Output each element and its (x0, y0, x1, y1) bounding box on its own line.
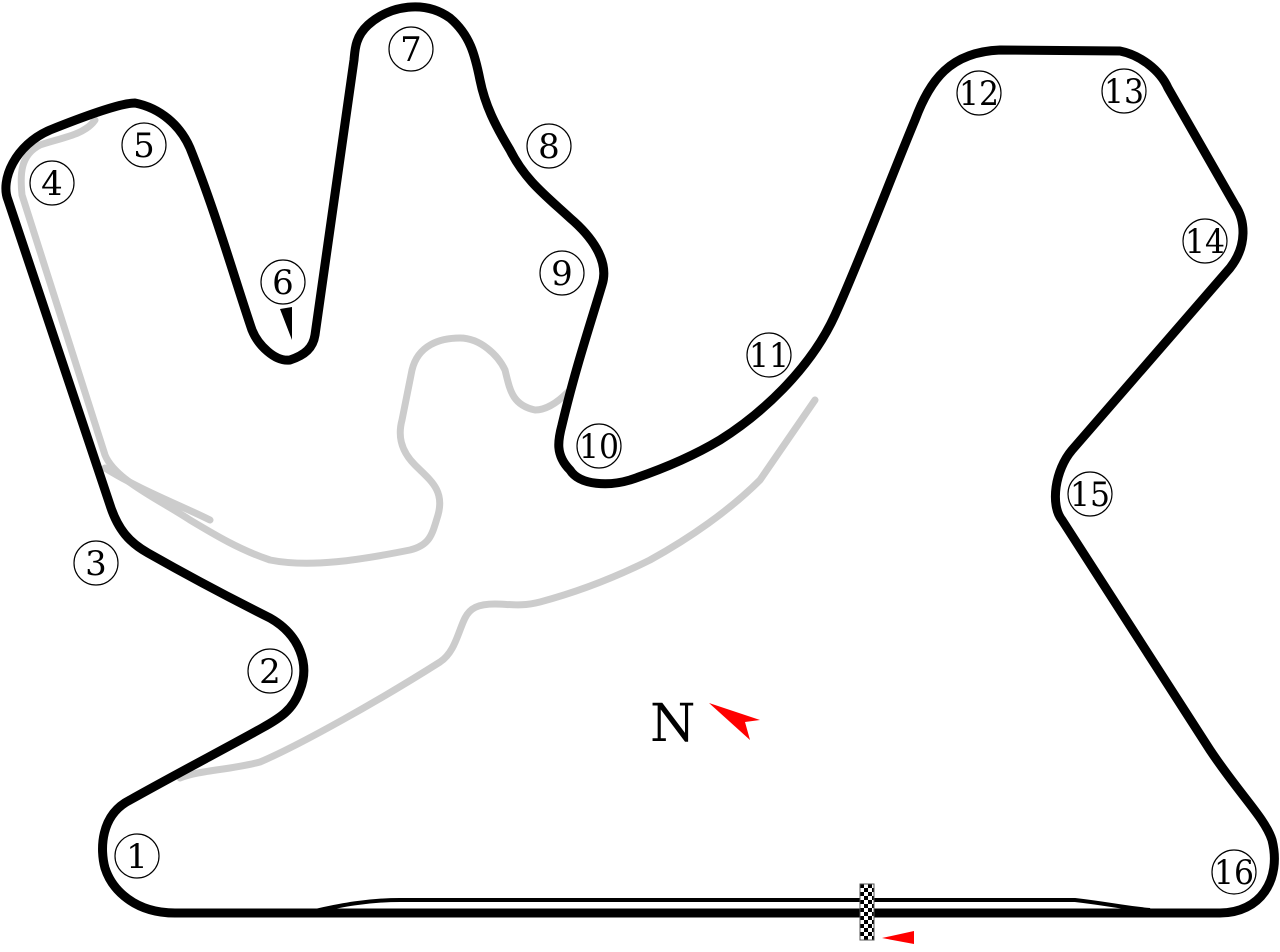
turn-circle-icon (114, 833, 160, 879)
turn-marker-3: 3 (73, 540, 119, 586)
turn-circle-icon (1182, 218, 1228, 264)
turn-circle-icon (260, 259, 306, 305)
alternate-track (17, 116, 819, 782)
main-track (1, 2, 1279, 918)
turn-circle-icon (956, 70, 1002, 116)
turn-circle-icon (1211, 849, 1257, 895)
turn-circle-icon (73, 540, 119, 586)
turn-marker-15: 15 (1067, 471, 1113, 517)
turn-circle-icon (121, 122, 167, 168)
turn-number: 9 (551, 254, 573, 294)
turn-marker-11: 11 (746, 332, 792, 378)
turn-marker-9: 9 (539, 250, 585, 296)
turn-number: 3 (85, 544, 107, 584)
turn-circle-icon (29, 160, 75, 206)
turn-number: 5 (133, 126, 155, 166)
turn-circle-icon (1101, 68, 1147, 114)
turn-number: 4 (41, 164, 63, 204)
pit-marker-icon (280, 307, 292, 340)
turn-marker-8: 8 (526, 123, 572, 169)
turn-number: 12 (959, 74, 999, 114)
turn-circle-icon (526, 123, 572, 169)
turn-number: 6 (272, 263, 294, 303)
turn-marker-7: 7 (388, 26, 434, 72)
turn-number: 1 (126, 837, 148, 877)
north-arrow-icon (709, 703, 760, 740)
checkered-flag-icon (859, 883, 875, 941)
direction-arrow-icon (882, 931, 914, 944)
north-label: N (650, 694, 696, 754)
turn-marker-4: 4 (29, 160, 75, 206)
turn-circle-icon (539, 250, 585, 296)
turn-number: 15 (1070, 475, 1110, 515)
turn-marker-14: 14 (1182, 218, 1228, 264)
turn-marker-6: 6 (260, 259, 306, 305)
turn-marker-10: 10 (576, 423, 622, 469)
turn-number: 7 (400, 30, 422, 70)
turn-number: 16 (1214, 853, 1254, 893)
pit-lane (304, 898, 1151, 915)
turn-number: 2 (259, 652, 281, 692)
turn-marker-1: 1 (114, 833, 160, 879)
turn-circle-icon (1067, 471, 1113, 517)
turn-number: 10 (579, 427, 619, 467)
turn-circle-icon (746, 332, 792, 378)
turn-number: 11 (749, 336, 789, 376)
turn-number: 8 (538, 127, 560, 167)
turn-marker-13: 13 (1101, 68, 1147, 114)
turn-circle-icon (388, 26, 434, 72)
turn-marker-5: 5 (121, 122, 167, 168)
turn-marker-12: 12 (956, 70, 1002, 116)
turn-circle-icon (247, 648, 293, 694)
turn-number: 14 (1185, 222, 1225, 262)
turn-marker-2: 2 (247, 648, 293, 694)
turn-marker-16: 16 (1211, 849, 1257, 895)
compass: N (650, 694, 760, 754)
turn-circle-icon (576, 423, 622, 469)
turn-number: 13 (1104, 72, 1144, 112)
